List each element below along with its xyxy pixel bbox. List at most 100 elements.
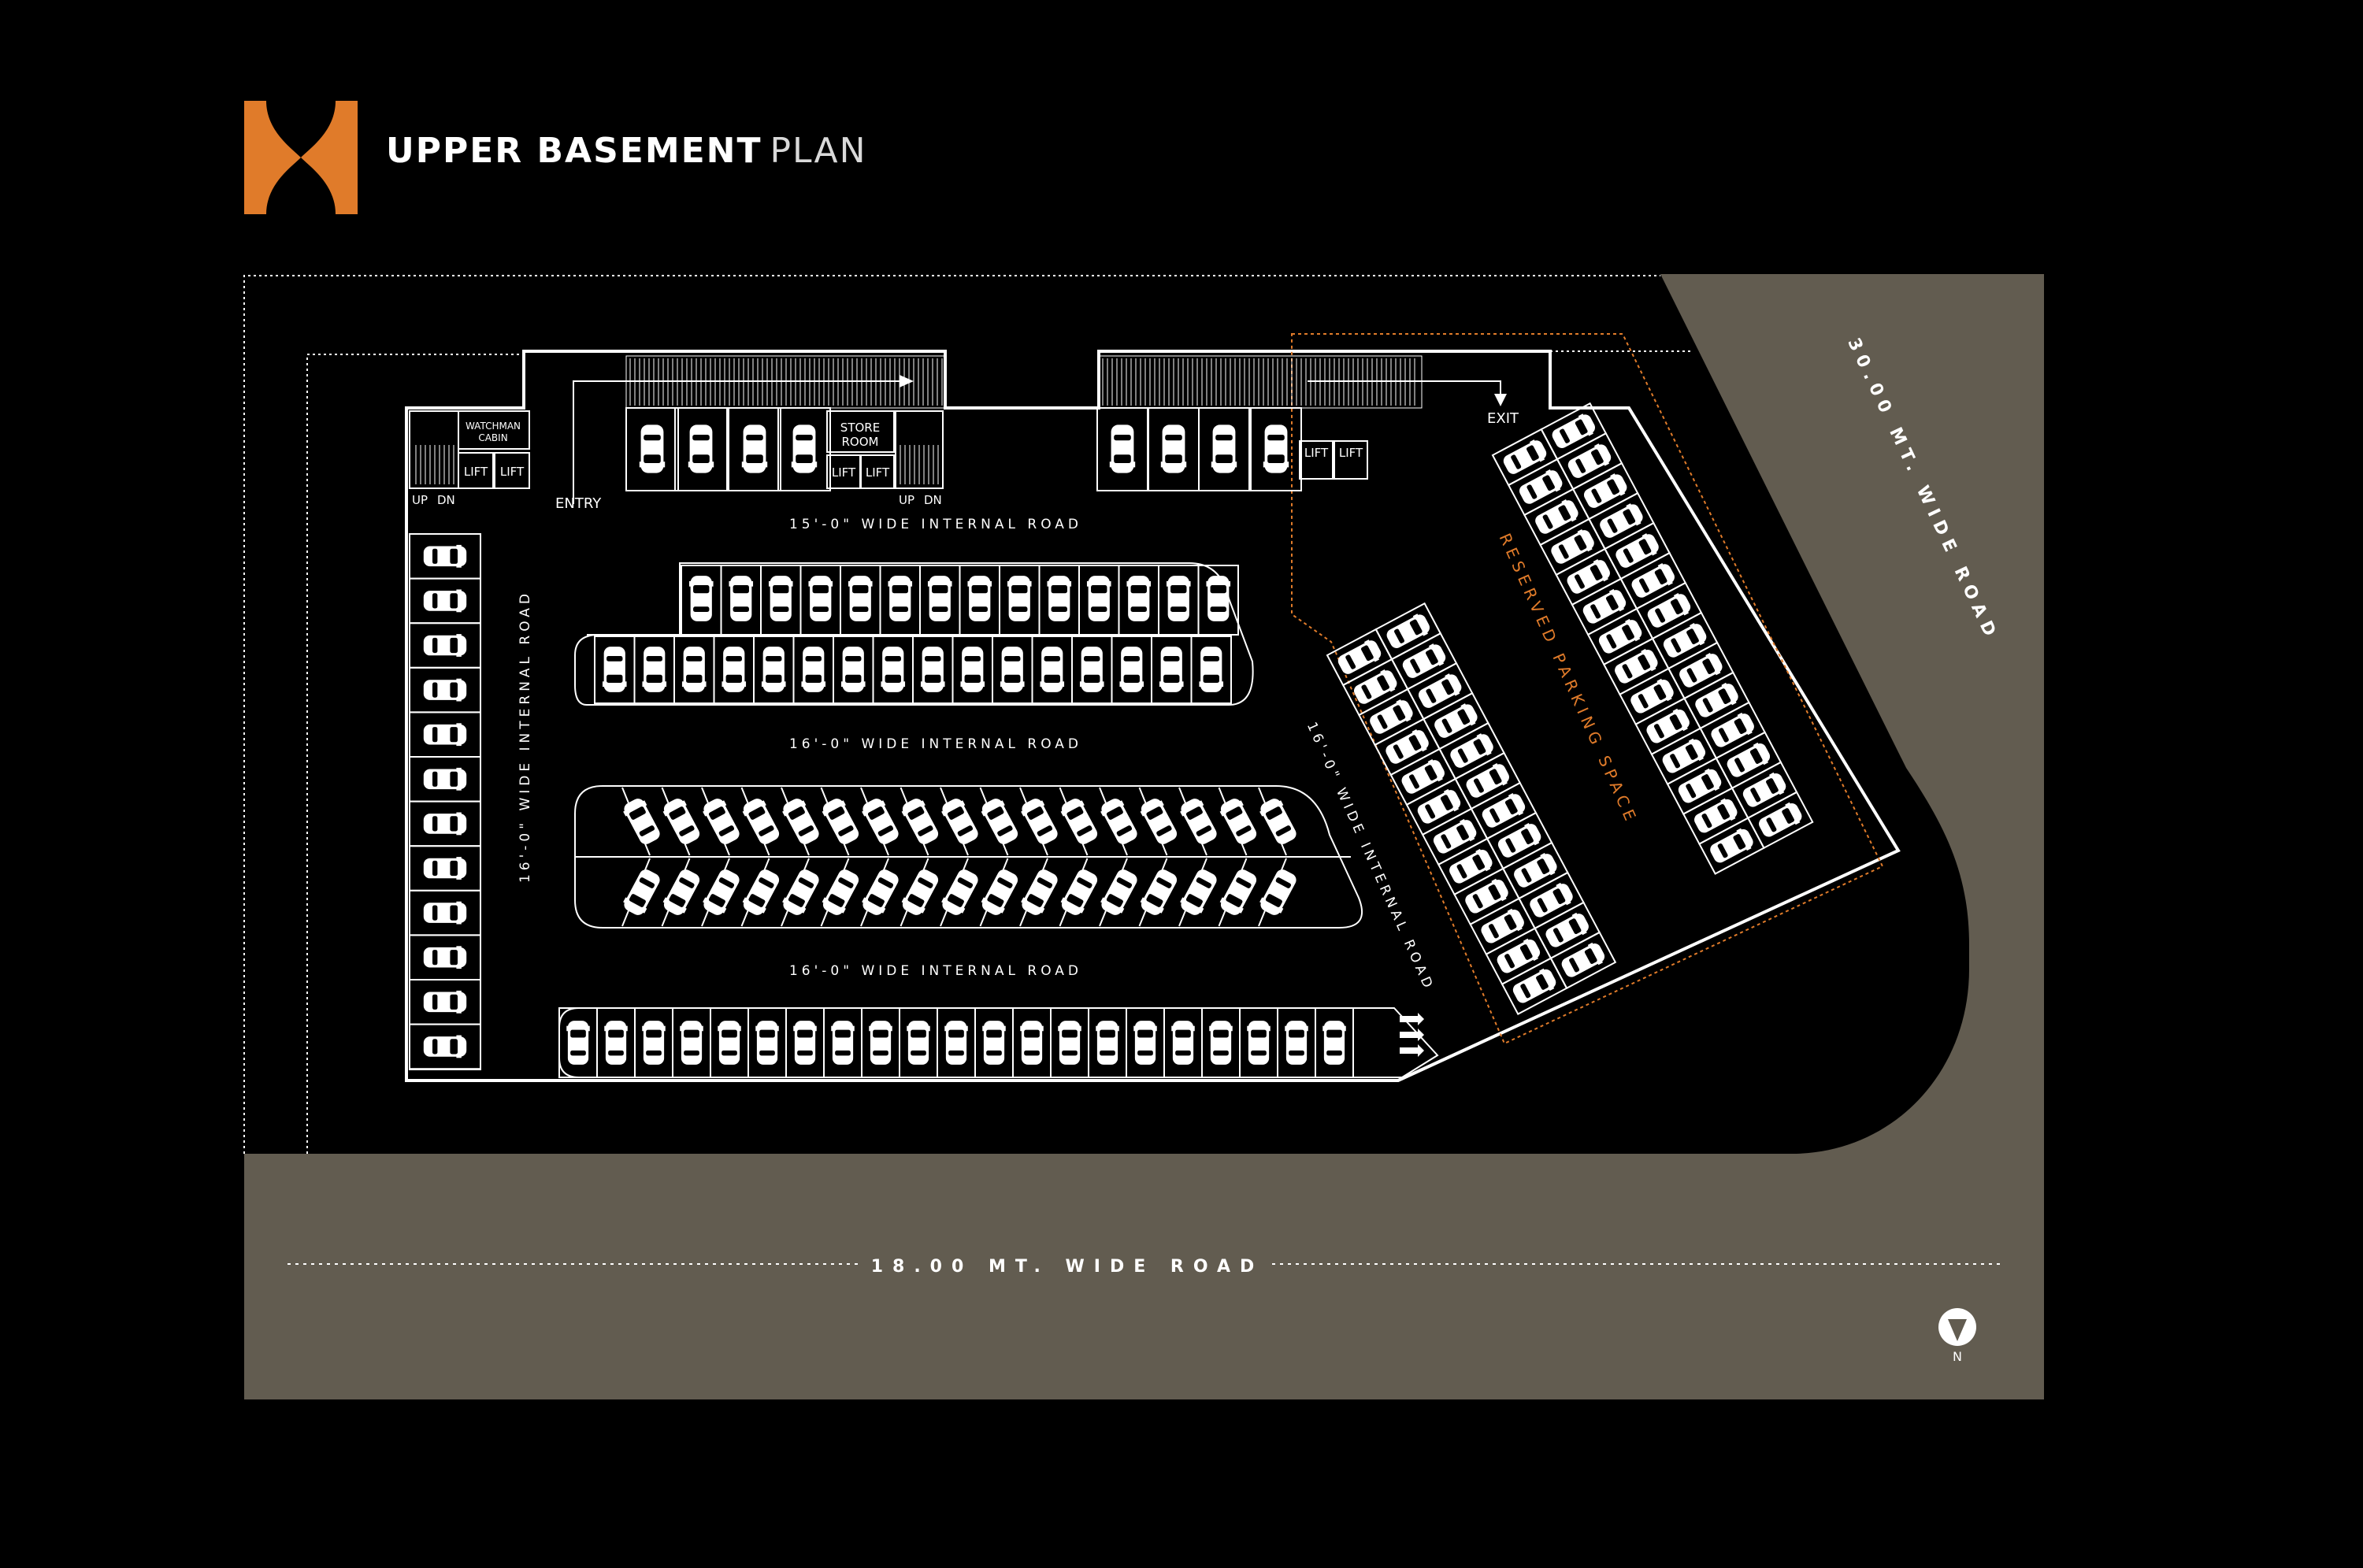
lift-label-3: LIFT [832,465,856,480]
car-icon [819,795,862,847]
car-icon [1462,876,1512,917]
car-icon [1501,437,1549,478]
car-icon [1430,816,1479,857]
lift-label-4: LIFT [866,465,890,480]
car-icon [423,634,467,657]
car-icon [920,647,945,692]
north-label: N [1953,1349,1962,1364]
title-light: PLAN [770,131,867,171]
car-icon [1109,424,1136,473]
car-icon [642,647,667,692]
internal-road-bottom-label: 16'-0" WIDE INTERNAL ROAD [789,963,1082,979]
car-icon [1564,556,1613,597]
car-icon [1691,795,1741,836]
parking-stall [625,407,679,491]
car-icon [1565,441,1614,482]
car-icon [1707,825,1756,866]
parking-stall [1549,931,1617,990]
car-icon [761,647,786,692]
parking-stall [1250,407,1302,491]
car-icon [423,812,467,836]
car-icon [1097,795,1141,847]
car-icon [1724,740,1773,780]
watchman-cabin-label-1: WATCHMAN [466,421,521,432]
car-icon [1199,647,1224,692]
car-icon [982,1021,1006,1065]
car-icon [1206,576,1231,621]
car-icon [1511,850,1560,891]
car-icon [1211,424,1237,473]
entry-ramp [573,355,946,504]
car-icon [1040,647,1065,692]
car-icon [1660,620,1709,661]
car-icon [718,1021,741,1065]
parking-stall [409,1023,481,1070]
car-icon [1431,701,1481,742]
entry-arrows [1400,1013,1424,1057]
car-icon [423,901,467,925]
car-icon [740,866,783,918]
car-icon [1018,795,1062,847]
car-icon [869,1021,892,1065]
service-block-center [826,410,944,489]
car-icon [604,1021,628,1065]
car-icon [1415,786,1463,827]
car-icon [699,795,744,847]
car-icon [755,1021,779,1065]
car-icon [729,576,754,621]
car-icon [1400,641,1449,682]
lift-block-right [1299,440,1368,480]
car-icon [1446,846,1496,887]
car-icon [779,795,823,847]
car-icon [1676,650,1726,691]
parking-stall [674,407,728,491]
car-icon [688,424,714,473]
car-icon [680,1021,703,1065]
car-icon [1479,791,1528,831]
car-icon [1581,471,1630,512]
car-icon [1086,576,1111,621]
car-icon [1137,795,1181,847]
car-icon [566,1021,590,1065]
car-icon [1645,591,1693,631]
car-icon [602,647,627,692]
car-icon [768,576,793,621]
car-icon [1007,576,1032,621]
car-icon [423,946,467,969]
car-icon [1596,616,1645,657]
car-icon [1367,697,1416,737]
south-road-label: 18.00 MT. WIDE ROAD [871,1257,1264,1277]
exit-label: EXIT [1487,410,1519,427]
car-icon [967,576,992,621]
car-icon [801,647,826,692]
car-icon [1478,906,1527,947]
car-icon [831,1021,855,1065]
car-icon [899,795,942,847]
car-icon [791,424,818,473]
logo-left-shape [244,101,301,214]
car-icon [1692,680,1742,721]
internal-road-left-label: 16'-0" WIDE INTERNAL ROAD [517,590,533,883]
car-icon [1612,531,1662,572]
car-icon [1548,526,1597,567]
car-icon [938,866,982,918]
up-label-left: UP [412,493,428,507]
car-icon [620,795,664,847]
car-icon [660,866,703,918]
store-room-label-2: ROOM [842,435,879,449]
car-icon [938,795,982,847]
car-icon [944,1021,968,1065]
car-icon [1263,424,1289,473]
car-icon [1494,936,1543,977]
car-icon [423,544,467,568]
car-icon [1415,671,1464,712]
car-icon [978,795,1022,847]
car-icon [1177,866,1221,918]
car-icon [1643,706,1693,747]
car-icon [1542,910,1592,951]
car-icon [859,795,903,847]
parking-stall [777,407,831,491]
car-icon [1463,761,1512,802]
